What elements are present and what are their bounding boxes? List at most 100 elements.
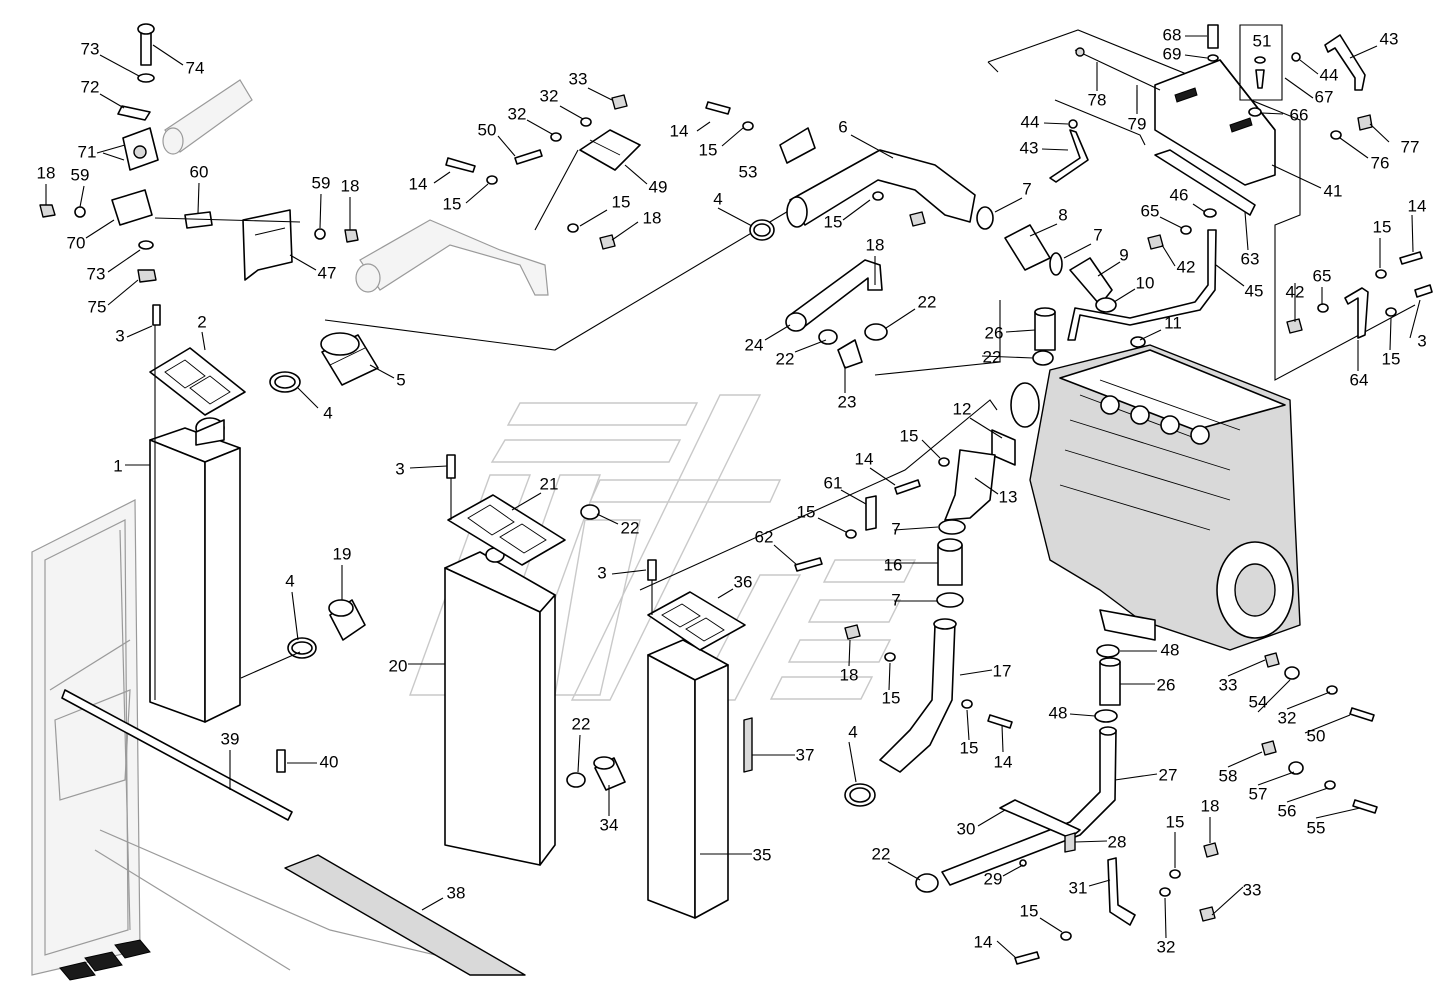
part-9-elbow: [1069, 257, 1113, 306]
callout-60: 60: [190, 162, 209, 181]
part-23-elbow: [837, 339, 863, 369]
part-77-nut: [1357, 114, 1373, 131]
callout-14: 14: [855, 449, 874, 468]
part-12-flange: [991, 429, 1016, 466]
part-64-bracket: [1344, 287, 1369, 339]
callout-72: 72: [81, 77, 100, 96]
callout-18: 18: [866, 235, 885, 254]
callout-41: 41: [1324, 181, 1343, 200]
callout-17: 17: [993, 661, 1012, 680]
callout-51: 51: [1253, 31, 1272, 50]
leader-lines: [45, 35, 1421, 959]
part-15-washers-top: [486, 121, 884, 233]
part-14-bolts-top: [445, 101, 731, 173]
callout-47: 47: [318, 263, 337, 282]
part-44-clip: [1068, 52, 1301, 129]
part-16-hose: [937, 538, 963, 586]
callout-42: 42: [1286, 282, 1305, 301]
callout-4: 4: [848, 722, 857, 741]
part-47-bracket: [242, 209, 293, 281]
callout-67: 67: [1315, 87, 1334, 106]
callout-27: 27: [1159, 765, 1178, 784]
callout-33: 33: [1219, 675, 1238, 694]
callout-18: 18: [341, 176, 360, 195]
part-30-bracket: [999, 799, 1081, 839]
part-15-washers-lower: [1060, 869, 1181, 941]
part-34-hose: [593, 756, 626, 791]
callout-33: 33: [1243, 880, 1262, 899]
part-24-pipe: [785, 259, 883, 332]
part-5-hose: [320, 332, 379, 386]
callout-4: 4: [713, 189, 722, 208]
callout-23: 23: [838, 392, 857, 411]
callout-21: 21: [540, 474, 559, 493]
part-66-washer: [1248, 107, 1262, 117]
callout-14: 14: [1408, 196, 1427, 215]
callout-57: 57: [1249, 784, 1268, 803]
callout-3: 3: [395, 459, 404, 478]
callout-75: 75: [88, 297, 107, 316]
callout-26: 26: [1157, 675, 1176, 694]
part-18-nut-right: [1203, 842, 1219, 858]
callout-73: 73: [87, 264, 106, 283]
part-58-nut: [1261, 740, 1277, 756]
part-56-washer: [1324, 780, 1336, 790]
part-19-hose: [328, 599, 366, 641]
callout-15: 15: [443, 194, 462, 213]
part-31-bracket: [1107, 857, 1136, 926]
part-15-washers-right: [1375, 269, 1397, 317]
part-32-washer-top: [550, 117, 592, 142]
callout-15: 15: [1382, 349, 1401, 368]
callout-42: 42: [1177, 257, 1196, 276]
part-69-washer: [1207, 54, 1219, 62]
part-49-bracket: [534, 129, 641, 231]
callout-22: 22: [918, 292, 937, 311]
part-4-clamp-c: [749, 219, 775, 241]
callout-44: 44: [1320, 65, 1339, 84]
callout-14: 14: [670, 121, 689, 140]
callout-66: 66: [1290, 105, 1309, 124]
callout-70: 70: [67, 233, 86, 252]
callout-36: 36: [734, 572, 753, 591]
callout-38: 38: [447, 883, 466, 902]
callout-22: 22: [983, 347, 1002, 366]
callout-18: 18: [1201, 796, 1220, 815]
callout-15: 15: [882, 688, 901, 707]
part-35-cooler: [647, 639, 729, 919]
part-74-bolt: [137, 23, 155, 66]
callout-69: 69: [1163, 44, 1182, 63]
callout-16: 16: [884, 555, 903, 574]
callout-24: 24: [745, 335, 764, 354]
callout-6: 6: [838, 117, 847, 136]
part-18-nut-mid: [844, 624, 861, 640]
part-14-bolt-right: [1399, 251, 1423, 265]
part-54-clamp: [1284, 666, 1300, 680]
part-4-clamp-a: [287, 637, 317, 659]
callout-39: 39: [221, 729, 240, 748]
part-38-strip: [284, 854, 526, 976]
part-10-gasket: [1095, 297, 1117, 313]
callout-53: 53: [739, 162, 758, 181]
callout-30: 30: [957, 819, 976, 838]
callout-64: 64: [1350, 370, 1369, 389]
part-26-hose-lower: [1099, 657, 1121, 706]
callout-15: 15: [900, 426, 919, 445]
callout-12: 12: [953, 399, 972, 418]
callout-34: 34: [600, 815, 619, 834]
part-39-bar: [61, 689, 293, 821]
group-boundary-lines: [324, 29, 1416, 591]
part-6-pipe: [786, 149, 976, 228]
callout-65: 65: [1141, 201, 1160, 220]
part-57-clamp: [1288, 761, 1304, 775]
callout-58: 58: [1219, 766, 1238, 785]
callout-56: 56: [1278, 801, 1297, 820]
callout-22: 22: [776, 349, 795, 368]
callout-46: 46: [1170, 185, 1189, 204]
part-72-plate: [117, 105, 151, 121]
charge-air-pipe-ghost: [162, 79, 549, 296]
part-43-hose-left: [1049, 129, 1089, 183]
part-7-ring-a: [976, 206, 994, 230]
part-13-elbow: [944, 449, 996, 521]
callout-61: 61: [824, 473, 843, 492]
callout-32: 32: [1157, 937, 1176, 956]
